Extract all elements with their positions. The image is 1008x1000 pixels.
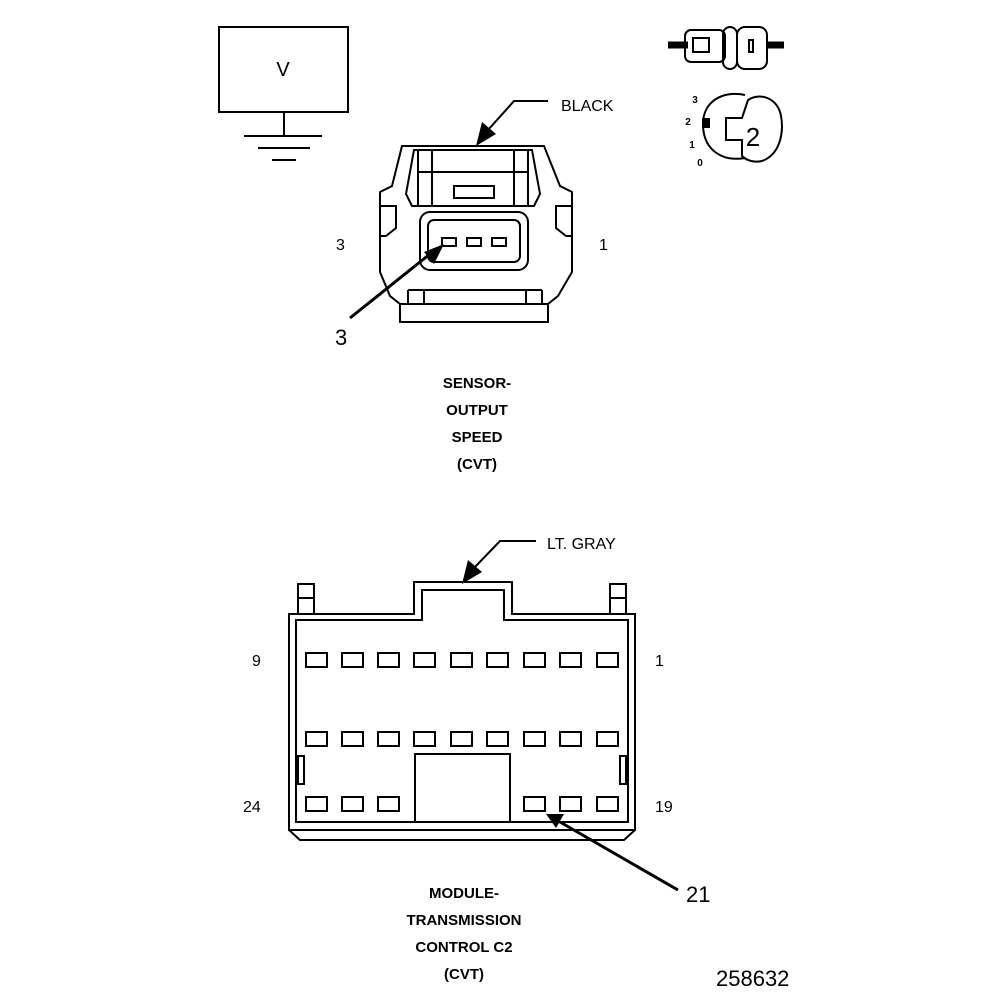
module-color-leader [462, 540, 536, 584]
terminal-cavity [559, 652, 582, 668]
sensor-title-line-3: SPEED [452, 429, 503, 446]
terminal-cavity [305, 731, 328, 747]
terminal-cavity [377, 652, 400, 668]
sensor-color-label: BLACK [561, 98, 614, 115]
terminal-cavity [596, 652, 619, 668]
terminal-cavity [486, 731, 509, 747]
dial-setting: 2 [746, 122, 760, 152]
terminal-cavity [341, 652, 364, 668]
terminal-cavity [413, 731, 436, 747]
module-cavities [305, 652, 619, 812]
dial-mark-0: 0 [697, 158, 703, 169]
module-title-line-2: TRANSMISSION [406, 912, 521, 929]
dial-mark-1: 1 [689, 140, 695, 151]
terminal-cavity [341, 796, 364, 812]
terminal-cavity [523, 796, 546, 812]
terminal-cavity [341, 731, 364, 747]
module-color-label: LT. GRAY [547, 536, 616, 553]
module-pin-label-top-left: 9 [252, 653, 261, 670]
terminal-cavity [377, 731, 400, 747]
terminal-cavity [486, 652, 509, 668]
module-pin-label-bottom-left: 24 [243, 799, 261, 816]
module-pin-label-top-right: 1 [655, 653, 664, 670]
terminal-cavity [450, 652, 473, 668]
back-probe-icon [668, 26, 784, 70]
sensor-title-line-1: SENSOR- [443, 375, 511, 392]
voltmeter-icon [218, 26, 349, 161]
sensor-pin-label-left: 3 [336, 237, 345, 254]
module-title-line-3: CONTROL C2 [415, 939, 512, 956]
module-connector-body [288, 581, 636, 841]
sensor-title-line-2: OUTPUT [446, 402, 508, 419]
figure-number: 258632 [716, 966, 789, 991]
terminal-cavity [523, 731, 546, 747]
terminal-cavity [305, 796, 328, 812]
sensor-title-line-4: (CVT) [457, 456, 497, 473]
sensor-callout-arrow [349, 244, 444, 320]
module-callout-pin: 21 [686, 882, 710, 907]
terminal-cavity [559, 731, 582, 747]
sensor-pin-label-right: 1 [599, 237, 608, 254]
terminal-cavity [377, 796, 400, 812]
meter-dial-icon [701, 92, 783, 163]
sensor-color-leader [476, 100, 548, 146]
module-title-line-4: (CVT) [444, 966, 484, 983]
sensor-callout-pin: 3 [335, 325, 347, 350]
dial-mark-3: 3 [692, 95, 698, 106]
terminal-cavity [305, 652, 328, 668]
voltmeter-symbol: V [276, 59, 290, 81]
module-callout-arrow [546, 814, 679, 892]
terminal-cavity [559, 796, 582, 812]
terminal-cavity [596, 731, 619, 747]
dial-mark-2: 2 [685, 117, 691, 128]
module-pin-label-bottom-right: 19 [655, 799, 673, 816]
terminal-cavity [450, 731, 473, 747]
terminal-cavity [523, 652, 546, 668]
terminal-cavity [596, 796, 619, 812]
terminal-cavity [413, 652, 436, 668]
module-title-line-1: MODULE- [429, 885, 499, 902]
sensor-connector-body [379, 145, 573, 323]
